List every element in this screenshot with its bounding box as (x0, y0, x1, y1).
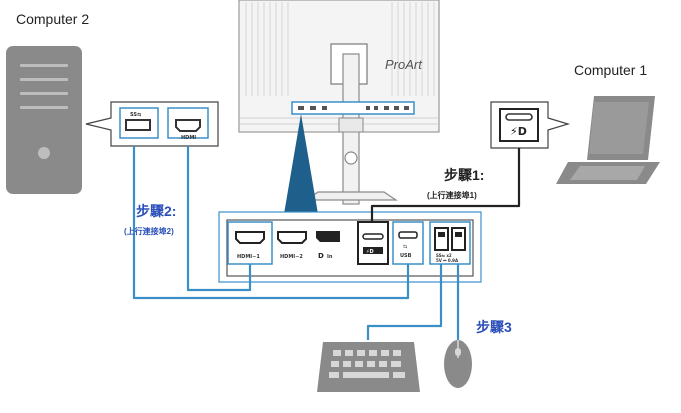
computer-2: Computer 2 (6, 11, 89, 194)
computer-2-label: Computer 2 (16, 11, 89, 27)
step-3-title: 步驟3 (476, 319, 512, 335)
svg-text:D: D (318, 252, 324, 260)
pc2-hdmi-label: HDMI (181, 135, 196, 141)
displayport-icon (316, 231, 340, 242)
hdmi-1-label: HDMI−1 (237, 254, 260, 260)
hdmi-port-icon (175, 119, 201, 132)
keyboard-cable (366, 264, 443, 340)
usb-a-port-icon (125, 119, 151, 131)
computer-1-callout: ⚡D (490, 101, 571, 149)
computer-1-label: Computer 1 (574, 62, 647, 78)
cables (132, 146, 521, 340)
usb-a-hub-port-2-icon (451, 227, 466, 251)
tower-pc (6, 46, 82, 194)
brand-logo: ProArt (385, 57, 423, 72)
usb-c-port-icon (505, 113, 533, 121)
step-1-subtitle: (上行連接埠1) (427, 190, 477, 200)
zoom-pointer (284, 114, 318, 214)
thunderbolt-dp-icon: ⚡D (510, 125, 527, 138)
hdmi-2-label: HDMI−2 (280, 254, 303, 260)
svg-text:⇆: ⇆ (403, 244, 407, 250)
usb-b-port-icon (398, 231, 418, 239)
computer-2-callout: SS⇆ HDMI (85, 101, 219, 147)
usb-hub-label-2: 5V ⎓ 0.9A (436, 258, 459, 263)
dp-in-label: In (327, 254, 333, 260)
mouse (444, 340, 472, 388)
usb-label: USB (400, 253, 412, 259)
hdmi-2-port-icon (277, 231, 307, 244)
monitor-rear: ProArt (238, 0, 440, 214)
scroll-wheel-icon (455, 348, 461, 356)
step-1-title: 步驟1: (444, 167, 484, 183)
computer-1: Computer 1 (556, 62, 660, 184)
power-button-icon (38, 147, 50, 159)
usb-c-dp-port-icon (362, 233, 384, 240)
step-2-title: 步驟2: (136, 203, 176, 219)
pc2-usb-label: SS⇆ (130, 112, 141, 118)
usb-upstream-cable (132, 146, 410, 300)
monitor-port-panel: HDMI−1 HDMI−2 D In ⚡D ⇆ USB SS⇆ x2 5V ⎓ … (218, 211, 482, 283)
usb-a-hub-port-1-icon (434, 227, 449, 251)
step-2-subtitle: (上行連接埠2) (124, 226, 174, 236)
usb-hub-label-1: SS⇆ x2 (436, 253, 452, 258)
hdmi-cable (186, 146, 252, 292)
hdmi-1-port-icon (235, 231, 265, 244)
keyboard (317, 342, 420, 392)
usb-c-cable (370, 148, 521, 222)
svg-text:⚡D: ⚡D (366, 249, 374, 255)
